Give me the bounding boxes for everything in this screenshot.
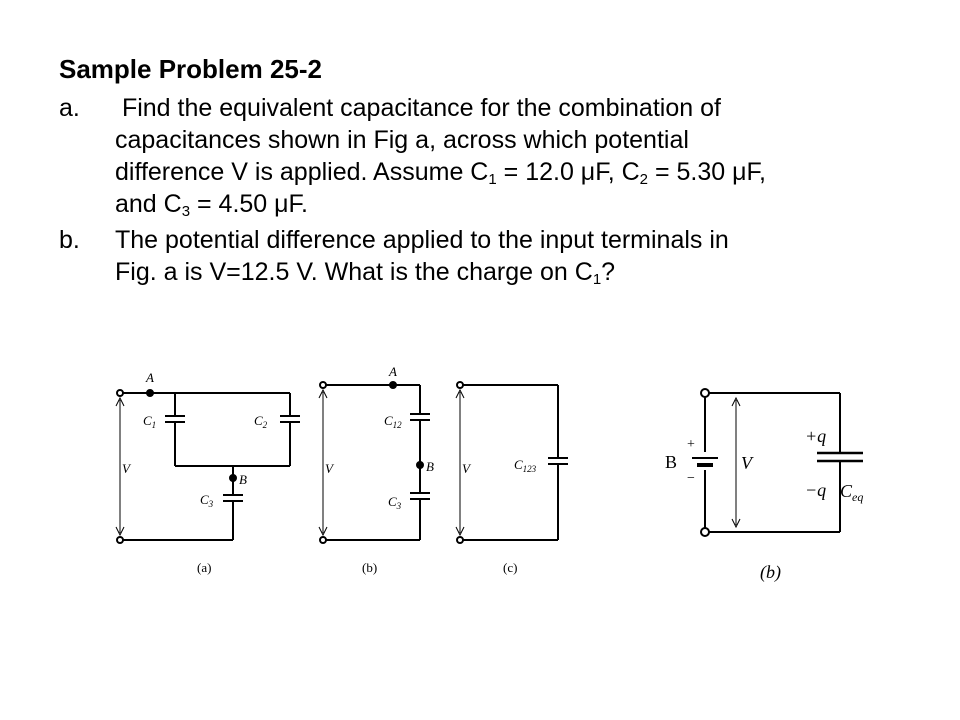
label-c12: C12 [384, 413, 402, 430]
terminal-top [116, 389, 124, 397]
label-c1: C1 [143, 413, 156, 430]
label-c123: C123 [514, 457, 537, 474]
terminal-top [456, 381, 464, 389]
node-b [229, 474, 237, 482]
part-a-line-3: difference V is applied. Assume C1 = 12.… [115, 158, 766, 188]
part-a-line-2: capacitances shown in Fig a, across whic… [115, 126, 689, 154]
part-b-line-1: The potential difference applied to the … [115, 226, 729, 254]
label-v-a: V [122, 461, 132, 476]
problem-title: Sample Problem 25-2 [59, 54, 322, 84]
caption-b2: (b) [760, 562, 781, 583]
caption-c: (c) [503, 560, 517, 575]
part-b-marker: b. [59, 226, 80, 254]
part-b: b. The potential difference applied to t… [59, 224, 919, 288]
caption-a: (a) [197, 560, 211, 575]
terminal-top [700, 388, 710, 398]
node-a [146, 389, 154, 397]
part-a-marker: a. [59, 94, 80, 122]
part-b-line-2: Fig. a is V=12.5 V. What is the charge o… [115, 258, 616, 288]
figure-b-circuit [318, 381, 430, 544]
part-a-line-4: and C3 = 4.50 μF. [115, 190, 309, 220]
part-a-line-1: Find the equivalent capacitance for the … [121, 94, 721, 122]
problem-text: Sample Problem 25-2 a. Find the equivale… [59, 52, 919, 292]
terminal-bottom [319, 536, 327, 544]
label-c2: C2 [254, 413, 268, 430]
label-v-battery: V [741, 453, 754, 473]
label-c3-a: C3 [200, 492, 214, 509]
label-a: A [145, 370, 154, 385]
label-v-c: V [462, 461, 472, 476]
battery-label: B [665, 452, 677, 472]
charge-positive: +q [805, 426, 826, 446]
figure-c-circuit [455, 381, 568, 544]
circuit-figures-svg: A V C1 C2 B C3 (a) A [115, 364, 863, 583]
charge-negative: −q [805, 480, 826, 500]
battery-ceq-circuit [692, 388, 863, 537]
label-b-b: B [426, 459, 434, 474]
terminal-top [319, 381, 327, 389]
label-c3-b: C3 [388, 494, 402, 511]
terminal-bottom [116, 536, 124, 544]
circuit-figures: A V C1 C2 B C3 (a) A [100, 360, 900, 600]
node-a [389, 381, 397, 389]
part-a: a. Find the equivalent capacitance for t… [59, 92, 919, 220]
label-a-b: A [388, 364, 397, 379]
label-b-a: B [239, 472, 247, 487]
battery-minus: − [687, 471, 695, 486]
terminal-bottom [456, 536, 464, 544]
figure-a-circuit [115, 389, 300, 544]
terminal-bottom [700, 527, 710, 537]
label-ceq: Ceq [840, 481, 863, 504]
battery-plus: + [687, 437, 695, 452]
caption-b: (b) [362, 560, 377, 575]
node-b [416, 461, 424, 469]
label-v-b: V [325, 461, 335, 476]
